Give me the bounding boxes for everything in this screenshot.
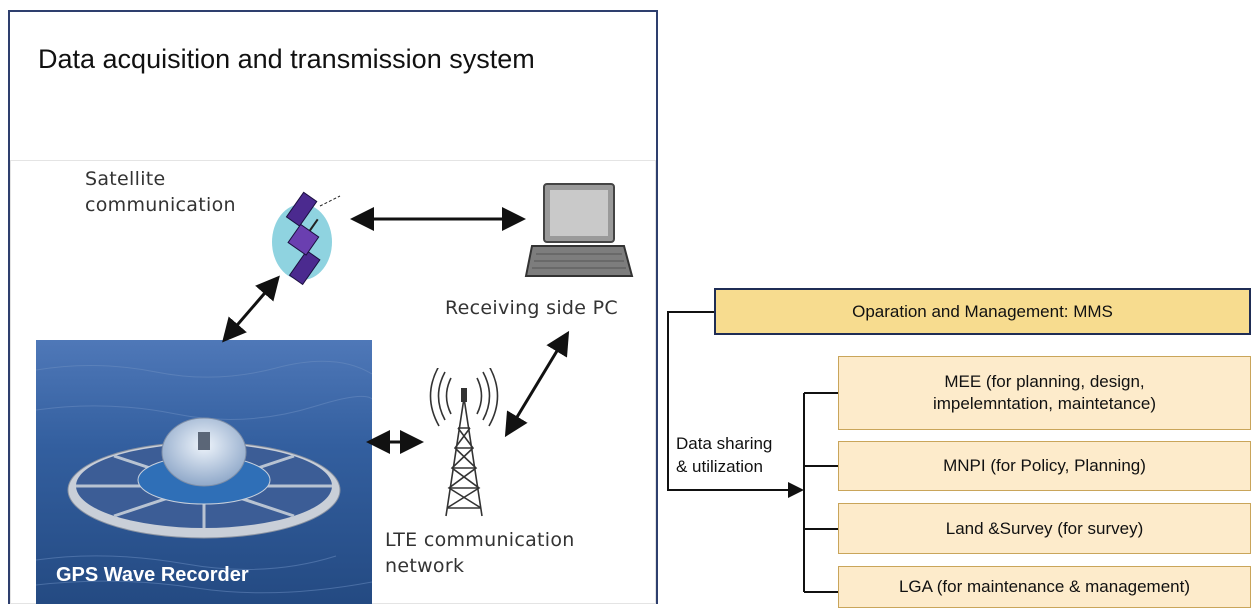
gps-wave-recorder-image [36, 340, 372, 604]
org-label-mnpi: MNPI (for Policy, Planning) [943, 456, 1146, 475]
diagram-title: Data acquisition and transmission system [38, 44, 535, 74]
org-box-mnpi: MNPI (for Policy, Planning) [838, 441, 1251, 491]
org-box-mee: MEE (for planning, design, impelemntatio… [838, 356, 1251, 430]
buoy-caption: GPS Wave Recorder [56, 564, 249, 586]
data-sharing-arrow [667, 311, 804, 498]
tower-pc-arrow [504, 330, 570, 438]
lte-label: LTE communication network [385, 529, 575, 577]
org-box-land-survey: Land &Survey (for survey) [838, 503, 1251, 554]
buoy-illustration [36, 360, 372, 594]
org-box-lga: LGA (for maintenance & management) [838, 566, 1251, 608]
operation-management-box: Oparation and Management: MMS [714, 288, 1251, 335]
satellite-icon [272, 191, 341, 286]
lte-tower-icon [429, 368, 499, 517]
laptop-icon [524, 183, 634, 277]
satellite-buoy-arrow [222, 275, 280, 343]
org-label-land-survey: Land &Survey (for survey) [945, 518, 1144, 538]
org-label-mee: MEE (for planning, design, impelemntatio… [932, 372, 1156, 413]
org-label-lga: LGA (for maintenance & management) [898, 577, 1191, 596]
satellite-label: Satellite communication [85, 168, 236, 216]
data-sharing-label: Data sharing & utilization [676, 434, 773, 476]
pc-label: Receiving side PC [445, 297, 618, 319]
operation-management-label: Oparation and Management: MMS [852, 301, 1113, 321]
